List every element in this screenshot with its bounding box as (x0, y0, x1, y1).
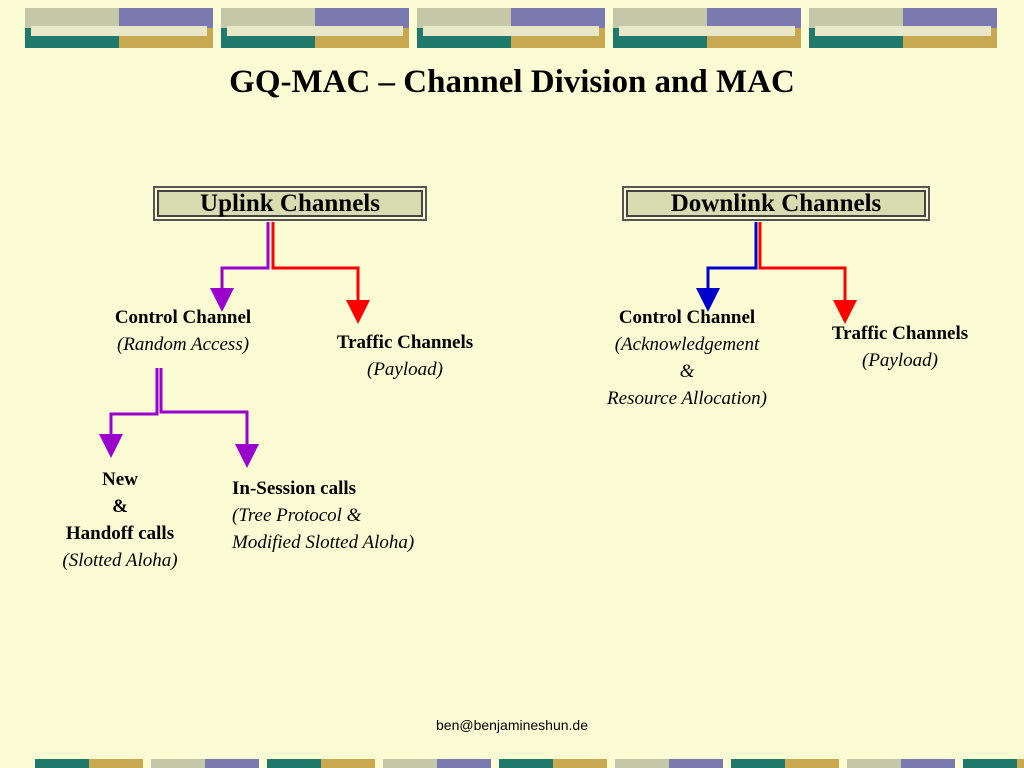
downlink-to-traffic-line (758, 222, 857, 324)
control-to-new-line (99, 368, 159, 458)
bottom-tile (669, 759, 723, 768)
bottom-tile (1017, 759, 1024, 768)
downlink-traffic-note: (Payload) (862, 350, 938, 371)
in-session-calls: In-Session calls (Tree Protocol & Modifi… (232, 475, 492, 556)
top-decorative-band (25, 8, 997, 48)
footer-email: ben@benjamineshun.de (436, 717, 588, 733)
bottom-tile (321, 759, 375, 768)
top-tile-stripe (815, 26, 991, 36)
new-handoff-calls: New & Handoff calls (Slotted Aloha) (30, 466, 210, 574)
in-session-title: In-Session calls (232, 478, 357, 499)
uplink-traffic-channels: Traffic Channels (Payload) (300, 329, 510, 383)
new-calls-line2: & (112, 496, 128, 517)
top-tile-stripe (31, 26, 207, 36)
bottom-tile (499, 759, 553, 768)
bottom-tile (615, 759, 669, 768)
bottom-tile (205, 759, 259, 768)
slide-title: GQ-MAC – Channel Division and MAC (229, 64, 795, 100)
top-tile-lavender (119, 8, 213, 28)
uplink-channels-label: Uplink Channels (200, 190, 380, 217)
downlink-traffic-title: Traffic Channels (831, 323, 969, 344)
bottom-tile (901, 759, 955, 768)
top-tile-lavender (707, 8, 801, 28)
bottom-tile (383, 759, 437, 768)
downlink-control-note1: (Acknowledgement (614, 334, 760, 355)
uplink-to-control-line (210, 222, 270, 312)
downlink-control-channel: Control Channel (Acknowledgement & Resou… (572, 304, 802, 412)
bottom-decorative-band (35, 759, 1024, 768)
top-tile-stripe (227, 26, 403, 36)
uplink-traffic-note: (Payload) (367, 359, 443, 380)
in-session-note1: (Tree Protocol & (232, 505, 362, 526)
control-to-insession-line (159, 368, 259, 468)
bottom-tile (785, 759, 839, 768)
bottom-tile (731, 759, 785, 768)
uplink-control-note: (Random Access) (116, 334, 250, 355)
downlink-control-note2: & (679, 361, 695, 382)
downlink-channels-box: Downlink Channels (622, 186, 930, 221)
downlink-traffic-channels: Traffic Channels (Payload) (795, 320, 1005, 374)
new-calls-line1: New (102, 469, 138, 490)
uplink-control-title: Control Channel (114, 307, 252, 328)
new-calls-line3: Handoff calls (65, 523, 175, 544)
downlink-to-control-line (696, 222, 758, 312)
downlink-control-note3: Resource Allocation) (607, 388, 767, 409)
top-tile-lavender (315, 8, 409, 28)
uplink-traffic-title: Traffic Channels (336, 332, 474, 353)
bottom-tile (267, 759, 321, 768)
bottom-tile (963, 759, 1017, 768)
in-session-note2: Modified Slotted Aloha) (232, 532, 415, 553)
bottom-tile (35, 759, 89, 768)
downlink-control-title: Control Channel (618, 307, 756, 328)
new-calls-note: (Slotted Aloha) (62, 550, 178, 571)
top-tile-lavender (511, 8, 605, 28)
bottom-tile (553, 759, 607, 768)
top-tile-stripe (423, 26, 599, 36)
top-tile-stripe (619, 26, 795, 36)
bottom-tile (151, 759, 205, 768)
top-tile-lavender (903, 8, 997, 28)
uplink-channels-box: Uplink Channels (153, 186, 427, 221)
uplink-control-channel: Control Channel (Random Access) (78, 304, 288, 358)
bottom-tile (847, 759, 901, 768)
uplink-to-traffic-line (271, 222, 370, 324)
downlink-channels-label: Downlink Channels (670, 190, 882, 217)
bottom-tile (437, 759, 491, 768)
bottom-tile (89, 759, 143, 768)
